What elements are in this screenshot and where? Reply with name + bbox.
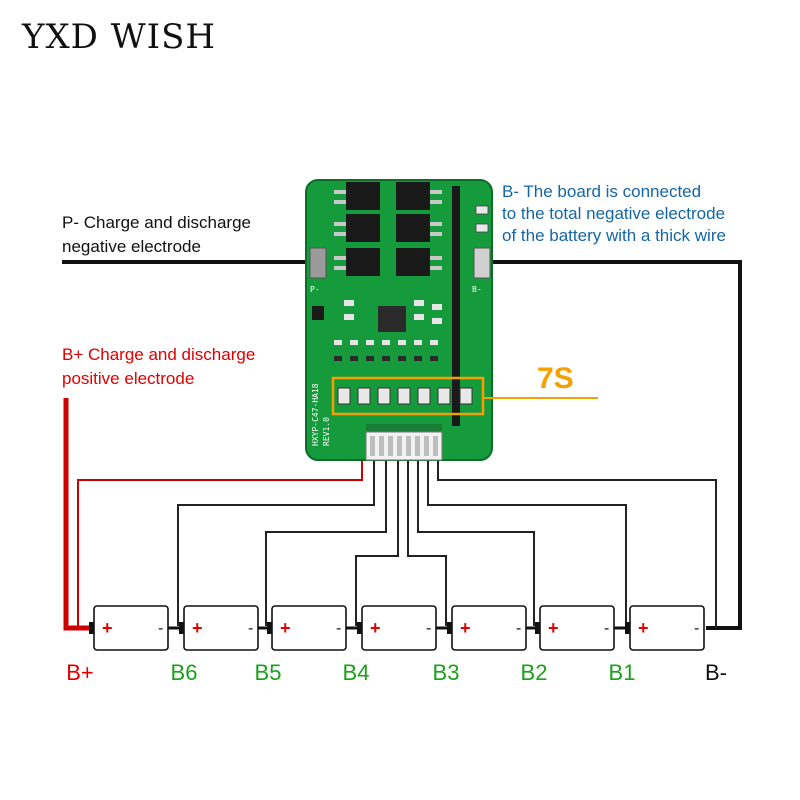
b-minus-main-wire [484,260,742,630]
b-minus-note-line1: B- The board is connected [502,182,701,201]
battery-string: +-+-+-+-+-+-+- [89,605,705,651]
connector-pins [370,436,438,456]
b4-balance-wire [355,458,399,626]
battery-cell-terminal [447,622,452,634]
battery-minus-sign: - [426,620,431,637]
power-trace [452,186,460,426]
battery-cell-terminal [357,622,362,634]
battery-plus-sign: + [638,618,649,638]
mosfet-chip [346,214,380,242]
battery-plus-sign: + [370,618,381,638]
series-count-label: 7S [537,362,574,395]
terminal-label-b3: B3 [433,660,460,685]
b-minus-balance-wire [437,458,717,628]
battery-minus-sign: - [248,620,253,637]
b-minus-note-line2: to the total negative electrode [502,204,725,223]
terminal-label-bplus: B+ [66,660,94,685]
brand-logo: YXD WISH [21,17,216,57]
battery-plus-sign: + [460,618,471,638]
battery-cell: +- [89,605,169,651]
battery-plus-sign: + [280,618,291,638]
board-rev-silk: REV1.0 [322,417,331,446]
mosfet-array [334,182,442,276]
battery-cell-terminal [625,622,630,634]
battery-cell-terminal [89,622,94,634]
p-minus-note-line2: negative electrode [62,237,201,256]
b-plus-note-line1: B+ Charge and discharge [62,345,255,364]
b2-balance-wire [417,458,535,626]
b-minus-pad [473,247,491,279]
battery-cell: +- [447,605,527,651]
b-minus-silk: B- [472,285,482,294]
terminal-labels: B+ B6 B5 B4 B3 B2 B1 B- [66,660,727,685]
battery-cell: +- [535,605,615,651]
b3-balance-wire [407,458,447,626]
mosfet-chip [346,248,380,276]
battery-minus-sign: - [694,620,699,637]
battery-cell: +- [625,605,705,651]
battery-cell: +- [267,605,347,651]
b5-balance-wire [265,458,387,626]
balance-resistors [337,387,473,405]
mosfet-chip [346,182,380,210]
battery-cell: +- [357,605,437,651]
protection-ic [378,306,406,332]
battery-cell-terminal [267,622,272,634]
battery-minus-sign: - [336,620,341,637]
battery-plus-sign: + [192,618,203,638]
battery-minus-sign: - [604,620,609,637]
balance-connector [365,431,443,461]
pcb-board: P- B- [305,179,493,461]
p-minus-pad [309,247,327,279]
battery-cell-terminal [179,622,184,634]
b-plus-balance-wire [77,458,363,628]
terminal-label-b4: B4 [343,660,370,685]
terminal-label-b2: B2 [521,660,548,685]
mosfet-chip [396,182,430,210]
terminal-label-b6: B6 [171,660,198,685]
terminal-label-bminus: B- [705,660,727,685]
p-minus-silk: P- [310,285,320,294]
battery-plus-sign: + [102,618,113,638]
mosfet-chip [396,248,430,276]
battery-cell: +- [179,605,259,651]
b-plus-note-line2: positive electrode [62,369,194,388]
b-minus-note-line3: of the battery with a thick wire [502,226,726,245]
board-model-silk: HXYP-C47-HA18 [311,383,320,446]
terminal-label-b5: B5 [255,660,282,685]
b6-balance-wire [177,458,375,626]
wiring [62,260,742,631]
terminal-label-b1: B1 [609,660,636,685]
battery-cell-terminal [535,622,540,634]
p-minus-note-line1: P- Charge and discharge [62,213,251,232]
battery-plus-sign: + [548,618,559,638]
battery-minus-sign: - [158,620,163,637]
b1-balance-wire [427,458,627,626]
balance-highlight-box [331,376,485,416]
b-plus-main-wire [63,398,94,631]
battery-minus-sign: - [516,620,521,637]
mosfet-chip [396,214,430,242]
